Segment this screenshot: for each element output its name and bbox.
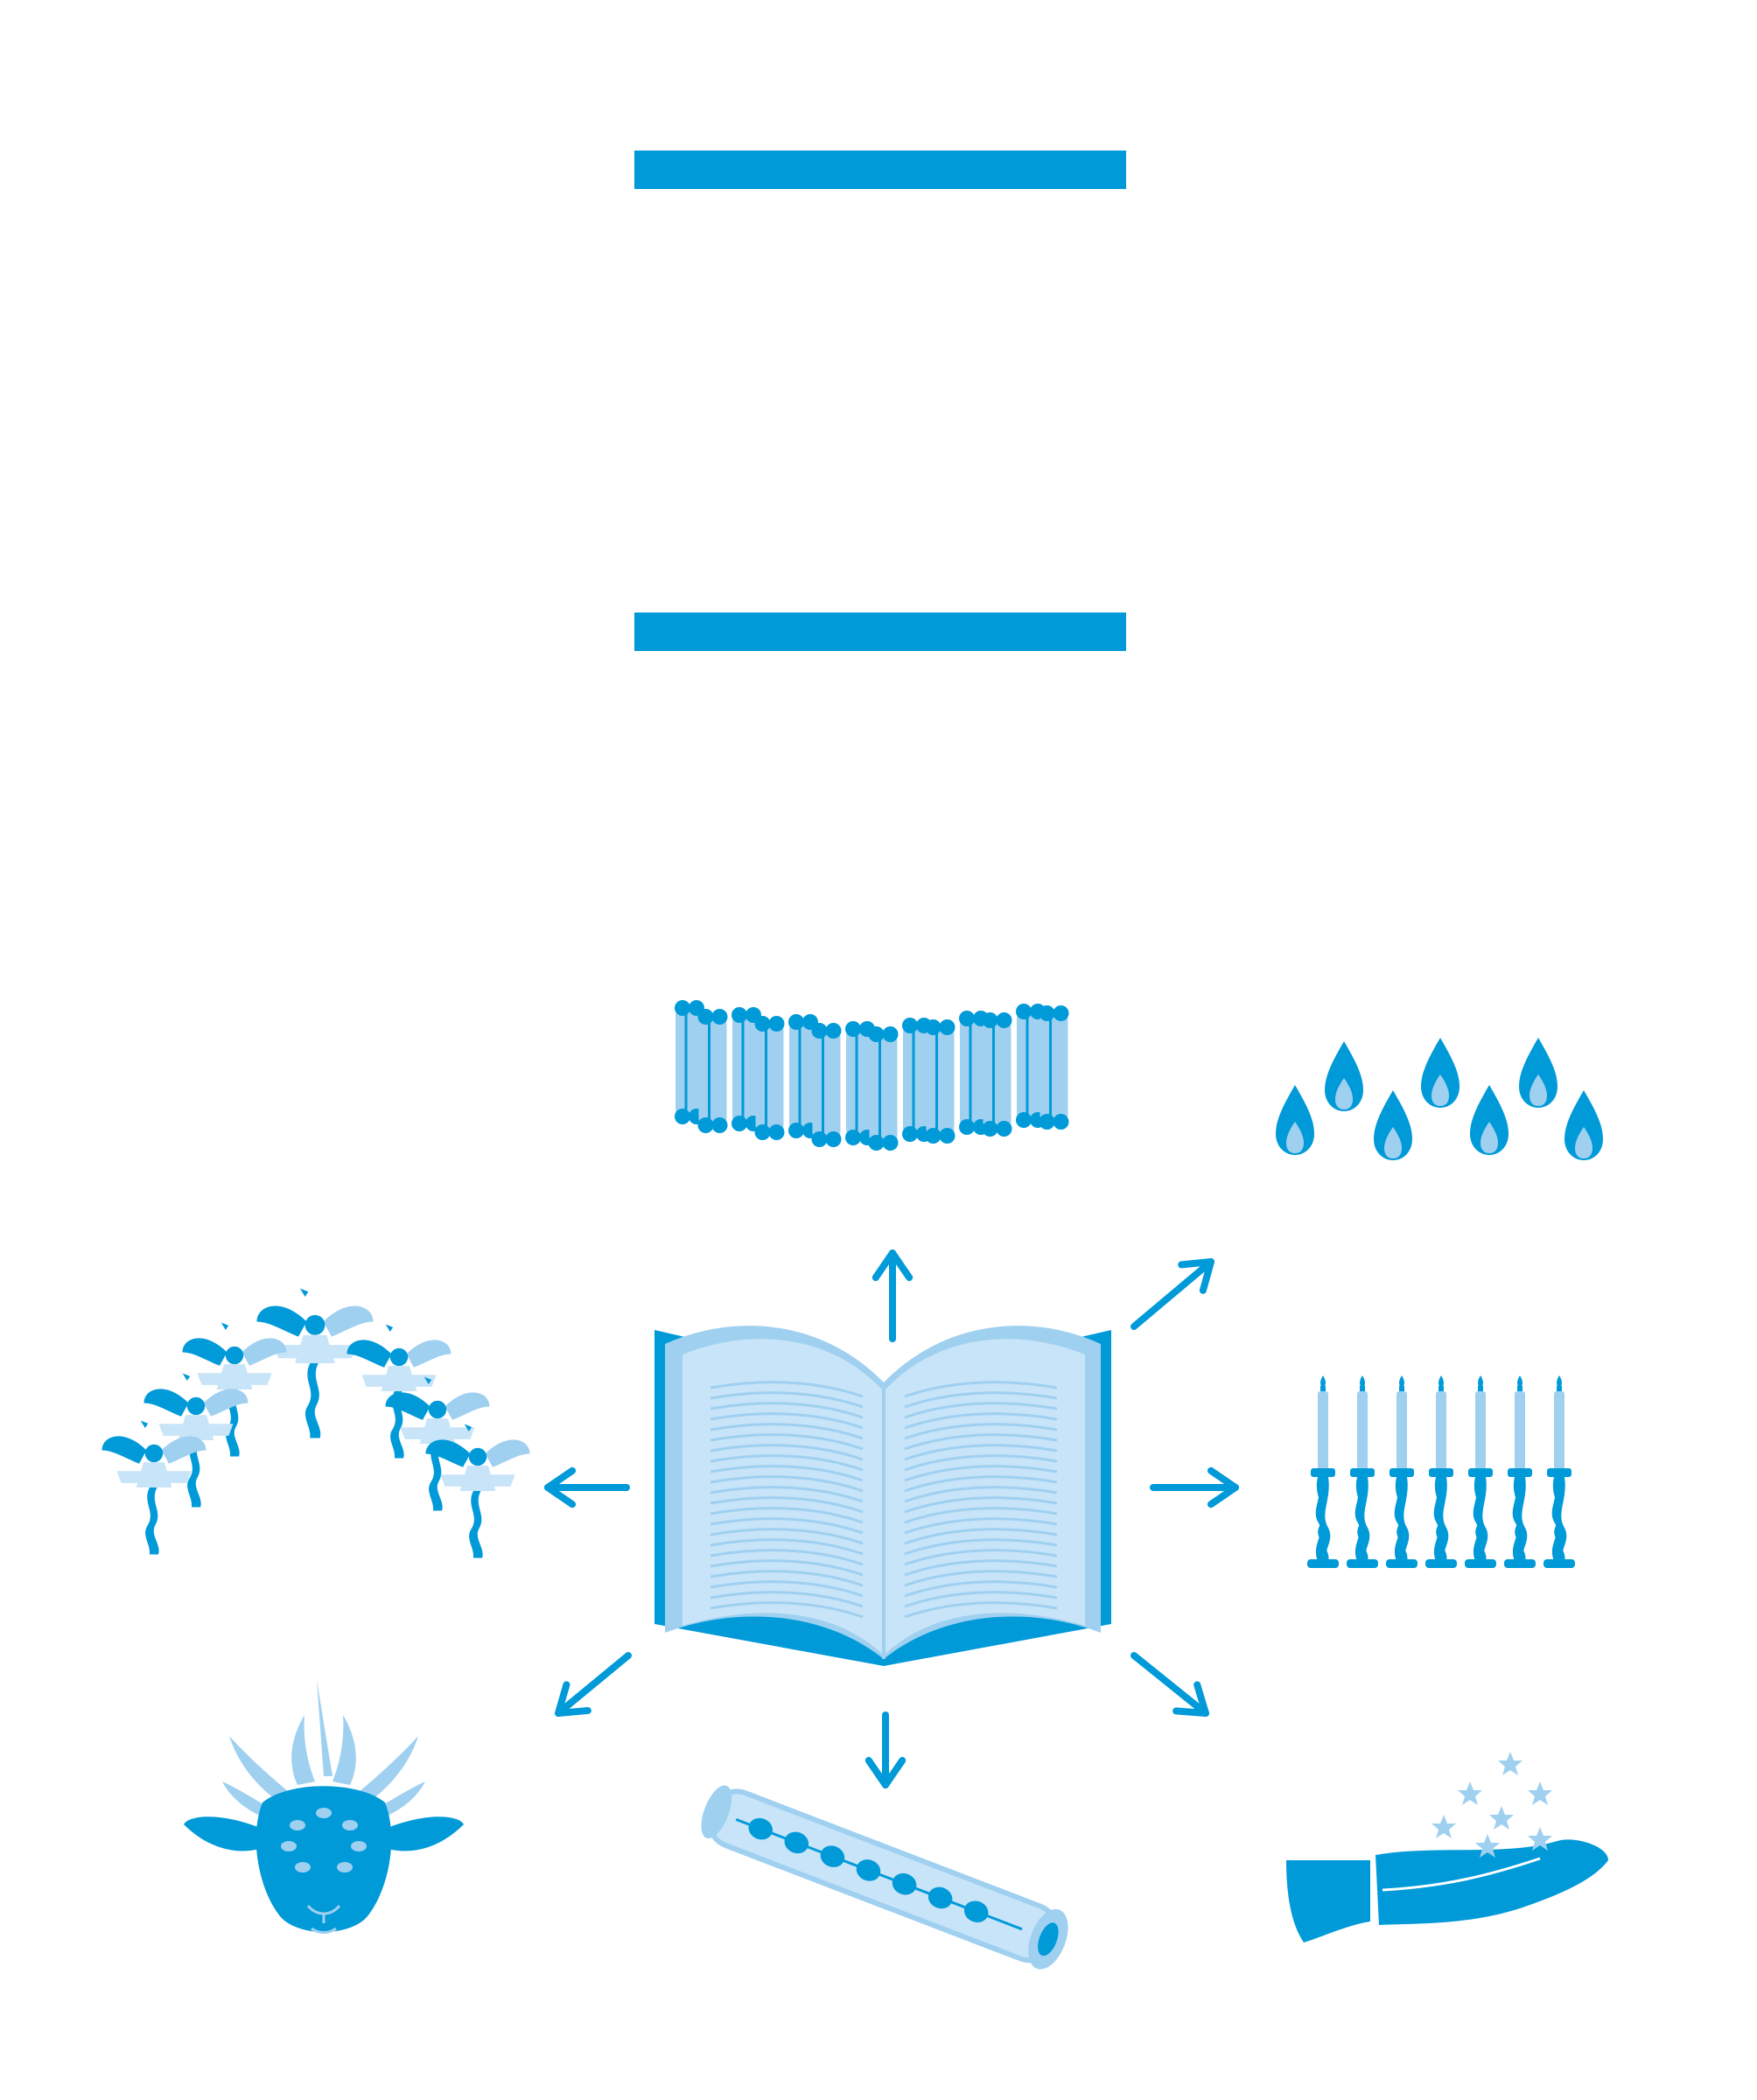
flame-icon: [1564, 1090, 1603, 1160]
scrolls-icon: [1040, 1005, 1069, 1130]
lampstand-icon: [1347, 1376, 1378, 1568]
lampstand-icon: [1386, 1376, 1418, 1568]
arrow-down: [869, 1715, 902, 1785]
angel-icon: [426, 1424, 530, 1558]
sealed-scroll-icon: [695, 1782, 1075, 1975]
seven-spirits-flames: [1276, 1038, 1603, 1160]
scrolls-icon: [755, 1016, 785, 1140]
arrow-right: [1153, 1471, 1236, 1504]
flame-icon: [1519, 1038, 1558, 1108]
scrolls-icon: [698, 1009, 728, 1133]
star-icon: [1498, 1752, 1522, 1775]
eye-icon: [281, 1841, 297, 1852]
angel-icon: [257, 1289, 374, 1438]
arrow-down-left: [558, 1656, 628, 1713]
star-icon: [1528, 1782, 1552, 1805]
seven-churches-scrolls: [675, 1000, 1069, 1151]
seven-angels-trumpets: [102, 1289, 530, 1558]
scrolls-icon: [983, 1012, 1012, 1137]
hand-stars-icon: [1286, 1839, 1608, 1942]
flame-icon: [1276, 1085, 1314, 1155]
open-book-icon: [654, 1326, 1111, 1666]
scrolls-icon: [812, 1023, 842, 1147]
lamb-icon: [184, 1680, 464, 1933]
lampstand-icon: [1504, 1376, 1536, 1568]
flame-icon: [1470, 1085, 1508, 1155]
scrolls-icon: [926, 1019, 956, 1144]
lampstand-icon: [1307, 1376, 1339, 1568]
eye-icon: [290, 1820, 305, 1830]
eye-icon: [342, 1820, 358, 1830]
arrow-up-right: [1134, 1262, 1211, 1326]
flame-icon: [1325, 1041, 1363, 1111]
scrolls-icon: [869, 1026, 899, 1151]
eye-icon: [295, 1862, 311, 1872]
seven-stars-in-hand: [1286, 1752, 1608, 1942]
arrow-up: [876, 1253, 909, 1339]
lampstand-icon: [1425, 1376, 1457, 1568]
star-icon: [1489, 1806, 1514, 1830]
lampstand-icon: [1465, 1376, 1496, 1568]
sealed-scroll: [695, 1782, 1075, 1975]
flame-icon: [1374, 1090, 1412, 1160]
lampstand-icon: [1544, 1376, 1575, 1568]
eye-icon: [316, 1808, 332, 1818]
eye-icon: [337, 1862, 353, 1872]
eye-icon: [351, 1841, 367, 1852]
seven-lampstands: [1307, 1376, 1575, 1568]
arrow-down-right: [1134, 1656, 1206, 1713]
lamb-seven-horns-seven-eyes: [184, 1680, 464, 1933]
arrow-left: [548, 1471, 626, 1504]
star-icon: [1458, 1782, 1482, 1805]
flame-icon: [1421, 1038, 1460, 1108]
star-icon: [1432, 1815, 1456, 1838]
